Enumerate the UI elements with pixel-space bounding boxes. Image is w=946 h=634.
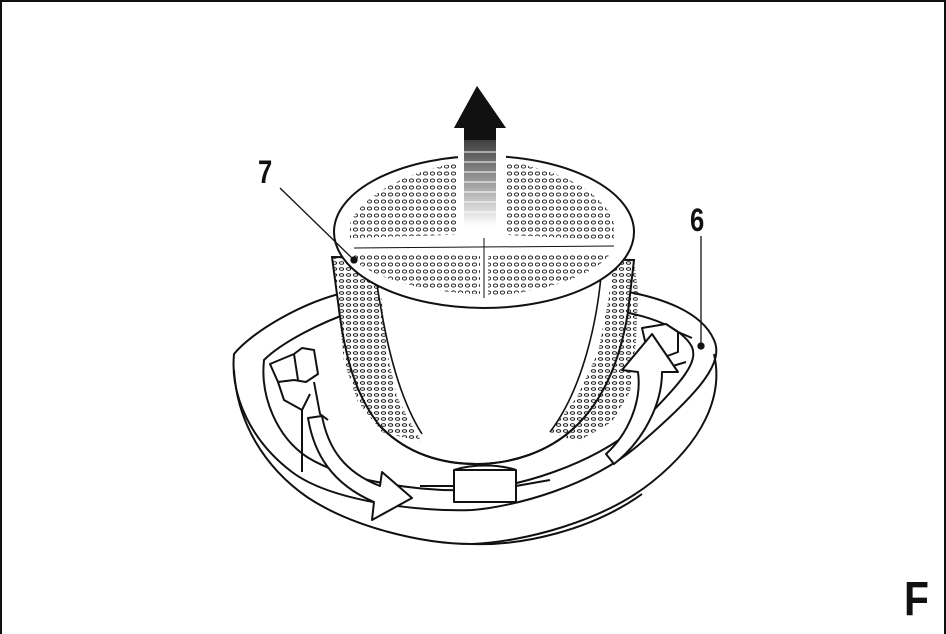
rotate-right-arrow xyxy=(605,333,679,465)
callout-leaders xyxy=(279,187,705,350)
rotate-left-arrow xyxy=(307,415,413,521)
top-perforation-field xyxy=(350,152,614,296)
callout-label-7: 7 xyxy=(258,154,273,190)
pull-up-arrow xyxy=(454,86,506,226)
figure-letter: F xyxy=(904,573,929,626)
callout-label-6: 6 xyxy=(690,202,705,238)
filter-cylinder xyxy=(330,152,638,466)
